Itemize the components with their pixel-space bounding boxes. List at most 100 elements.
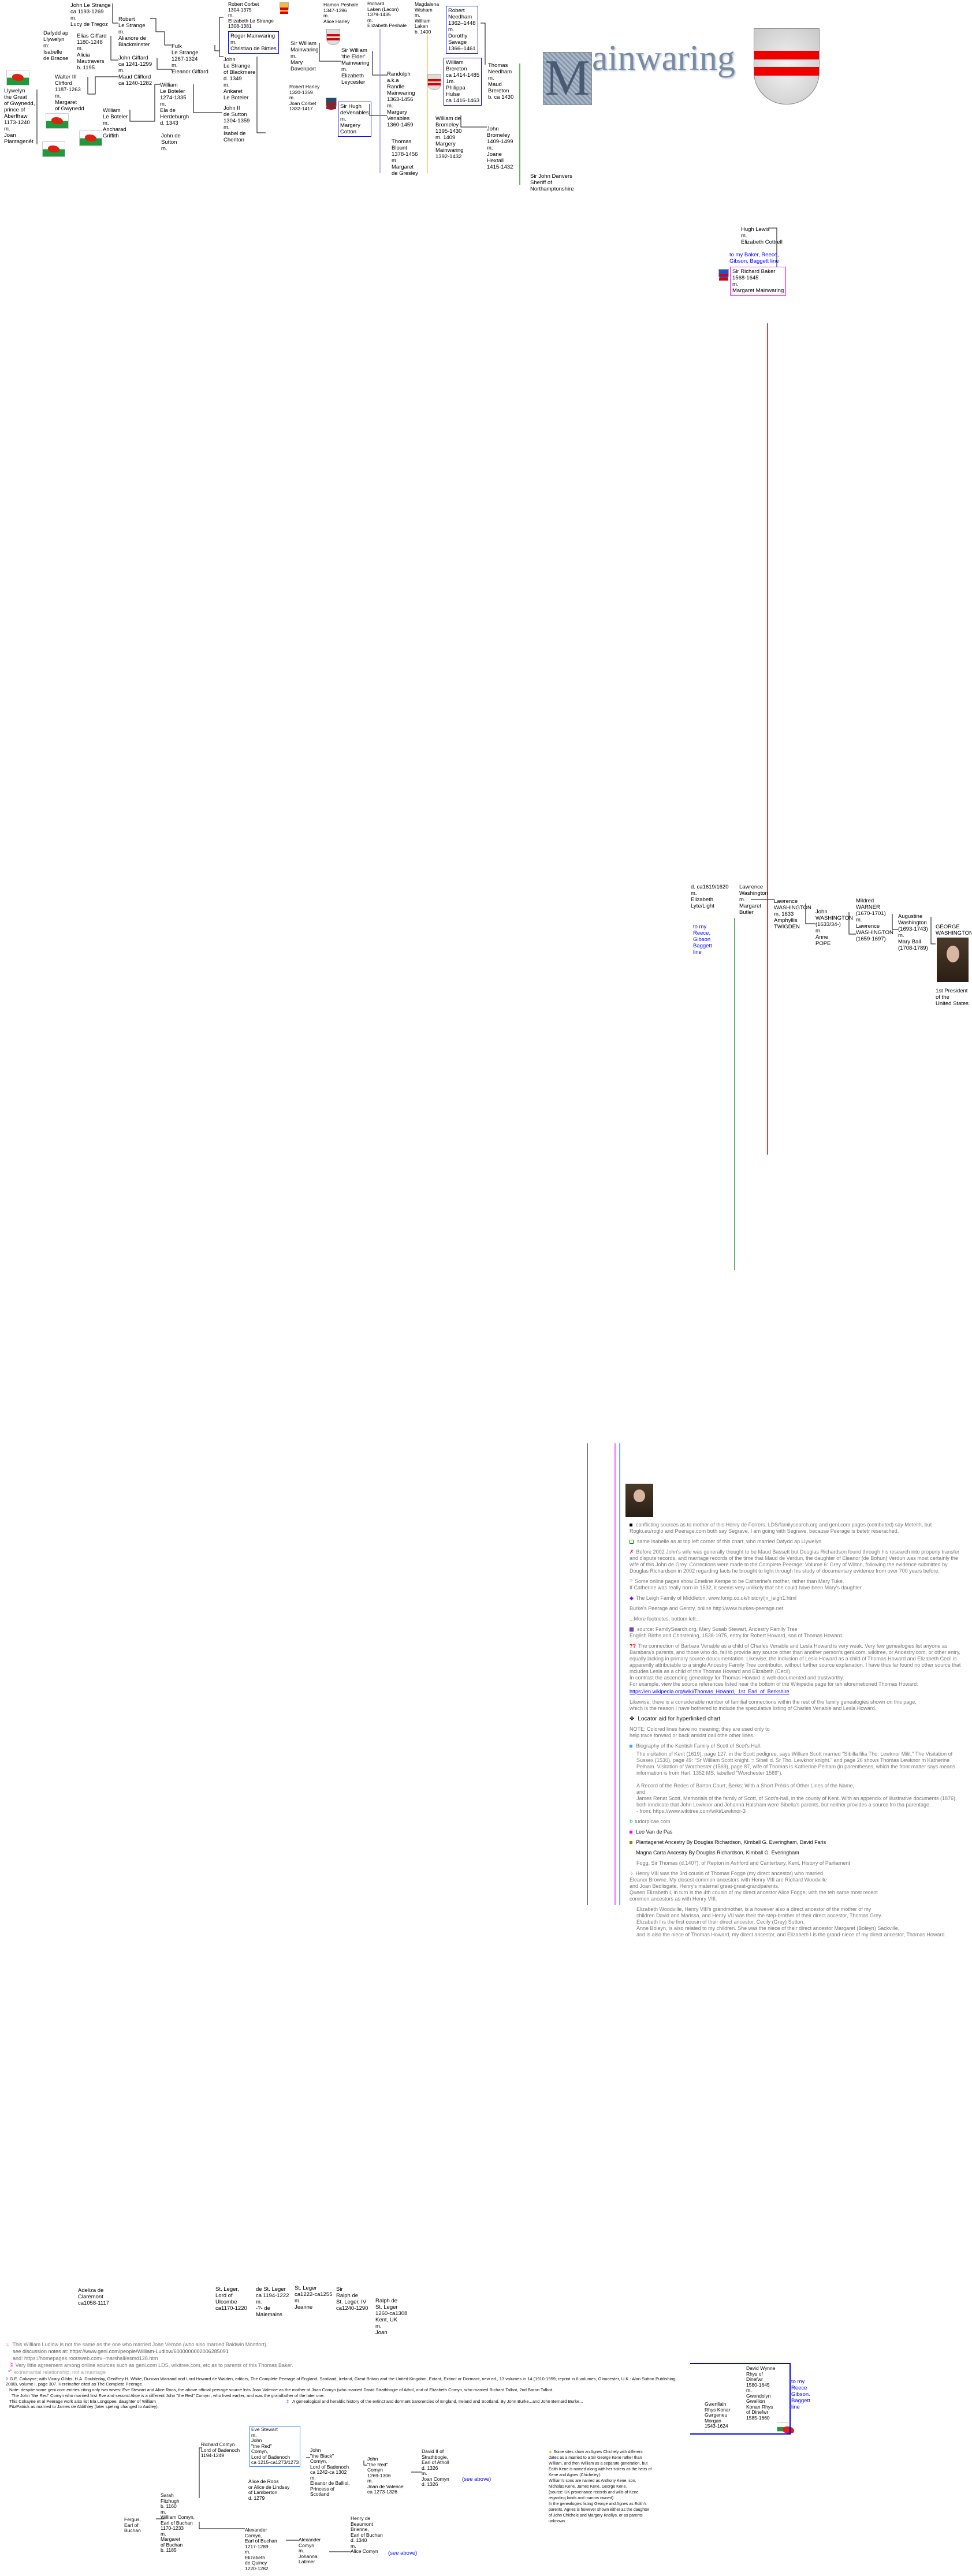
- footnotes-bottom: ⁙This William Ludlow is not the same as …: [6, 2342, 681, 2410]
- welsh-flag-icon: [79, 130, 102, 146]
- footnote: ‡A genealogical and heraldic history of …: [286, 2399, 645, 2409]
- locator-aid[interactable]: ✥Locator aid for hyperlinked chart: [630, 1716, 967, 1722]
- baker-line-link[interactable]: to my Baker, Reece, Gibson, Baggett line: [729, 252, 779, 264]
- note-text: Locator aid for hyperlinked chart: [638, 1716, 721, 1722]
- person-node-highlighted[interactable]: Sir Richard Baker 1568-1645 m. Margaret …: [730, 267, 787, 296]
- footnote: Note: despite some geni.com entries citi…: [9, 2387, 554, 2392]
- person-node-linked[interactable]: Robert Needham 1362–1448 m. Dorothy Sava…: [446, 6, 478, 54]
- person-node-linked[interactable]: Sir John Danvers Sheriff of Northamptons…: [530, 173, 574, 192]
- note-text: G.E. Cokayne; with Vicary Gibbs, H.A. Do…: [6, 2376, 677, 2387]
- question-marker-icon: ?: [630, 1578, 633, 1584]
- note-text: This William Ludlow is not the same as t…: [12, 2342, 268, 2347]
- note-marker-icon: [630, 1524, 632, 1527]
- person-node: John II de Sutton 1304-1359 m. Isabel de…: [224, 105, 250, 143]
- welsh-line-box: [690, 2363, 791, 2435]
- marker-icon: ⁙: [6, 2342, 10, 2347]
- mainwaring-shield-icon: [326, 29, 340, 45]
- person-node: Adeliza de Claremont ca1058-1117: [78, 2287, 110, 2306]
- footnote: conflicting sources as to mother of this…: [630, 1522, 967, 1535]
- footnote: Plantagenet Ancestry By Douglas Richards…: [630, 1839, 967, 1846]
- person-node-linked[interactable]: Sir Hugh deVenables m. Margery Cotton: [338, 102, 371, 137]
- mainwaring-shield-icon: [427, 74, 441, 90]
- footnote: The visitation of Kent (1619), page 127,…: [636, 1751, 957, 1814]
- note-text: Biography of the Kentish Family of Scott…: [636, 1743, 762, 1749]
- person-node: Sir William 'the Elder' Mainwaring m. El…: [341, 47, 370, 85]
- person-node: William Le Boteler 1274-1335 m. Ela de H…: [160, 82, 189, 126]
- person-node: Alice de Roos or Alice de Lindsay of Lam…: [248, 2478, 290, 2501]
- person-node-linked[interactable]: Roger Mainwaring m. Christian de Birtles: [228, 31, 279, 54]
- title-initial-m-illumination: M: [543, 52, 592, 105]
- person-node: Henry de Beaumont Brienne, Earl of Bucha…: [351, 2515, 383, 2554]
- person-node: d. ca1619/1620 m. Elizabeth Lyte/Light: [691, 884, 729, 909]
- see-above-link[interactable]: (see above): [388, 2550, 418, 2556]
- corbet-shield-icon: [280, 2, 289, 14]
- note-marker-icon: [630, 1841, 632, 1845]
- person-node: John Le Strange of Blackmere d. 1349 m. …: [224, 57, 256, 101]
- person-node: Hugh Lewis m. Elizabeth Cottrell: [741, 226, 783, 245]
- person-node: John WASHINGTON (1633/34-) m. Anne POPE: [815, 909, 853, 947]
- footnote: The John "the Red" Comyn who married fir…: [12, 2393, 325, 2398]
- footnote: ⁑Very little agreement among online sour…: [6, 2362, 681, 2369]
- note-text: Some sites show an Agnes Chichely with d…: [549, 2450, 652, 2523]
- note-text: A genealogical and heraldic history of t…: [292, 2399, 583, 2404]
- welsh-flag-icon: [46, 113, 69, 129]
- person-node: Thomas Blount 1378-1456 m. Margaret de G…: [392, 139, 418, 177]
- footnote: Fogg, Sir Thomas (d.1407), of Repton in …: [636, 1860, 850, 1866]
- footnote: Biography of the Kentish Family of Scott…: [630, 1743, 967, 1749]
- person-node: Lawrence Washington m. Margaret Butler: [739, 884, 768, 916]
- rootsweb-link[interactable]: and: https://homepages.rootsweb.com/~mar…: [13, 2355, 158, 2361]
- person-node: Thomas Needham m. Maud Brereton b. ca 14…: [488, 62, 514, 100]
- footnote: Elizabeth Woodville, Henry VIII's grandm…: [636, 1906, 946, 1937]
- person-node: Mildred WARNER (1670-1701) m. Lawrence W…: [856, 898, 893, 942]
- person-node: John de Sutton m.: [161, 133, 181, 152]
- person-node: John "the Red" Comyn 1269-1306 m. Joan d…: [367, 2456, 404, 2495]
- person-node: David II of Strathbogie, Earl of Atholl …: [422, 2448, 449, 2487]
- footnote: This Cokayne et al Peerage work also lis…: [9, 2399, 159, 2409]
- person-node: Hamon Peshale 1347-1396 m. Alice Harley: [323, 2, 359, 24]
- person-node: Fergus, Earl of Buchan: [124, 2517, 141, 2533]
- person-node: William Le Boteler m. Ancharad Griffith: [103, 107, 128, 139]
- person-node-linked[interactable]: William Brereton ca 1414-1485 1m. Philip…: [444, 58, 482, 106]
- wikipedia-thomas-howard-link[interactable]: https://en.wikipedia.org/wiki/Thomas_How…: [630, 1689, 789, 1694]
- note-marker-icon: [630, 1540, 634, 1544]
- note-text: Henry VIII was the 3rd cousin of Thomas …: [630, 1871, 878, 1902]
- note-text: source: FamilySearch.org, Mary Susab Ste…: [630, 1626, 844, 1638]
- reece-line-link[interactable]: to my Reece Gibson. Baggett line: [791, 2379, 810, 2410]
- venables-shield-icon: [326, 98, 337, 110]
- footnote: ⁘Henry VIII was the 3rd cousin of Thomas…: [630, 1871, 967, 1902]
- person-node: Lawrence WASHINGTON m. 1633 Amphyllis TW…: [774, 898, 811, 930]
- geni-ludlow-link[interactable]: see discussion notes at: https://www.gen…: [13, 2349, 229, 2354]
- note-text: Leo Van de Pas: [636, 1829, 673, 1835]
- person-node: Magdalena Wisham m. William Laken b. 140…: [415, 1, 440, 35]
- person-node: Fulk Le Strange 1267-1324 m. Eleanor Gif…: [172, 43, 208, 75]
- person-node: Llywelyn the Great of Gwynedd, prince of…: [4, 88, 35, 145]
- person-node-linked[interactable]: Eve Stewart m. John "the Red" Comyn, Lor…: [249, 2426, 301, 2467]
- diamond-marker-icon: ◆: [630, 1595, 634, 1601]
- footnote: ?Some online pages show Emeline Kempe to…: [630, 1578, 967, 1591]
- person-node: Sir William Mainwaring m. Mary Davenport: [291, 40, 319, 72]
- person-node: Gwenllain Rhys Konar Gwrgeneu Morgan 154…: [705, 2401, 731, 2429]
- footnote: ⁙This William Ludlow is not the same as …: [6, 2342, 681, 2348]
- person-node: Walter III Clifford 1187-1263 m. Margare…: [55, 74, 84, 112]
- footnote: ??The connection of Barbara Venable as a…: [630, 1643, 967, 1688]
- note-text: The Leigh Family of Middleton, www.fomp.…: [635, 1595, 797, 1601]
- person-node: Sir Ralph de St. Leger, IV ca1240-1290: [336, 2286, 368, 2312]
- person-node: St. Leger ca1222-ca1255 m. Jeanne: [295, 2285, 333, 2310]
- person-node: William de Bromeley 1395-1430 m. 1409 Ma…: [435, 115, 464, 160]
- person-node: Richard Comyn Lord of Badenoch 1194-1249: [201, 2441, 240, 2458]
- reece-line-link[interactable]: to my Reece, Gibson Baggett line: [693, 924, 712, 955]
- see-above-link[interactable]: (see above): [462, 2476, 491, 2482]
- note-text: Before 2002 John's wife was generally th…: [630, 1549, 960, 1574]
- footnote: Leo Van de Pas: [630, 1829, 967, 1835]
- george-washington-node: GEORGE WASHINGTON: [936, 924, 972, 936]
- dotted-marker-icon: ⁘: [630, 1871, 634, 1876]
- footnote: ✗Before 2002 John's wife was generally t…: [630, 1549, 967, 1574]
- person-node: Ralph de St. Leger 1260-ca1308 Kent, UK …: [375, 2298, 408, 2336]
- person-node: Robert Corbet 1304-1375 m. Elizabeth Le …: [228, 1, 274, 29]
- double-question-marker-icon: ??: [630, 1643, 636, 1649]
- person-node: David Wynne Rhys of Dinefwr 1580-1645 m.…: [746, 2365, 776, 2421]
- person-node: St. Leger, Lord of Ulcombe ca1170-1220: [215, 2286, 247, 2312]
- baker-shield-icon: [718, 269, 729, 281]
